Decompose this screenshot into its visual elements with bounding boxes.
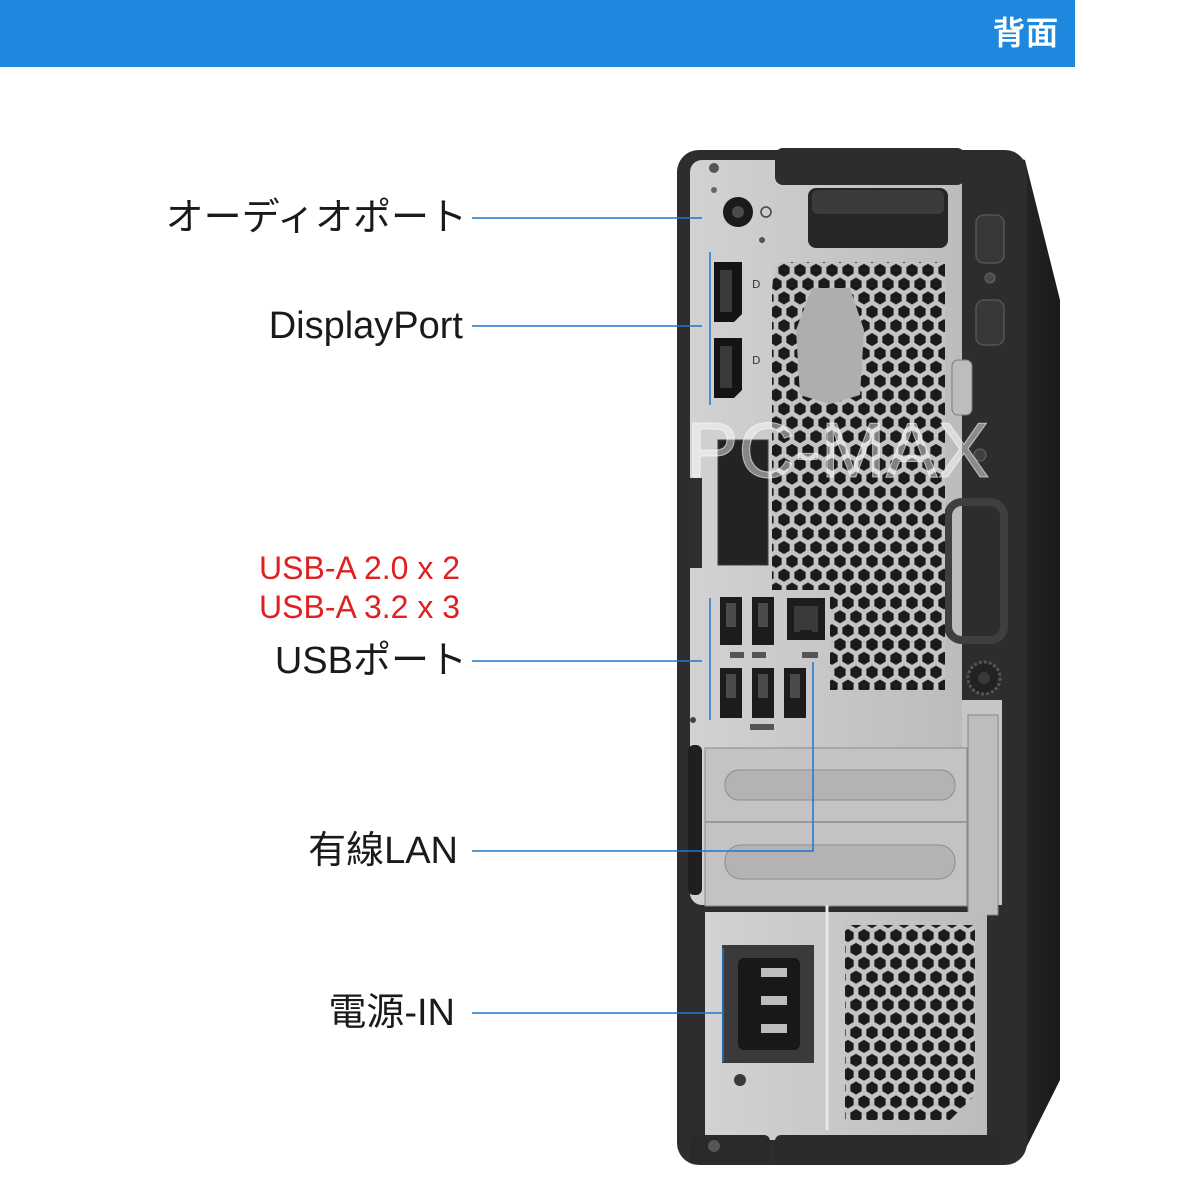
leader-lines	[472, 217, 814, 1062]
label-power-in: 電源-IN	[328, 992, 455, 1034]
fan-hub	[796, 288, 864, 404]
top-tab	[775, 148, 965, 185]
header-bar: 背面	[0, 0, 1075, 67]
label-usb-spec-3-2: USB-A 3.2 x 3	[259, 589, 460, 625]
side-button-top	[975, 214, 1005, 264]
slot-cover-1	[724, 769, 956, 801]
header-title: 背面	[992, 15, 1059, 51]
padlock-loop	[951, 359, 973, 416]
side-button-bottom	[975, 299, 1005, 346]
label-displayport: DisplayPort	[268, 305, 463, 347]
blank-plate	[717, 439, 769, 566]
displayport-1-icon: D	[752, 278, 760, 291]
audio-jack-icon	[760, 206, 772, 218]
side-handle	[944, 498, 1008, 644]
label-audio-port: オーディオポート	[165, 197, 467, 239]
slot-cover-2	[724, 844, 956, 880]
label-wired-lan: 有線LAN	[308, 830, 458, 872]
leader-lan	[472, 662, 814, 852]
displayport-2-icon: D	[752, 354, 760, 367]
label-usb-spec-2-0: USB-A 2.0 x 2	[259, 550, 460, 586]
label-usb-port: USBポート	[274, 640, 467, 682]
slot-bracket	[967, 714, 999, 916]
psu-vent-grille	[845, 925, 975, 1120]
watermark: PC-MAX	[686, 406, 989, 494]
